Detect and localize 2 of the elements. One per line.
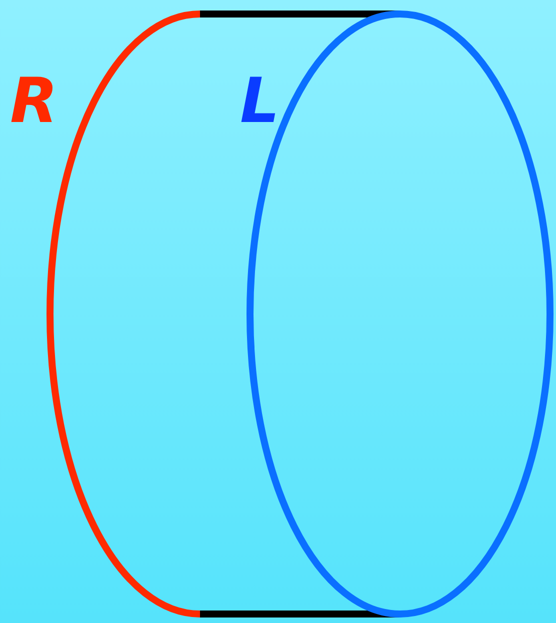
axis-label: L	[240, 70, 280, 132]
axis-label: R	[10, 70, 58, 132]
